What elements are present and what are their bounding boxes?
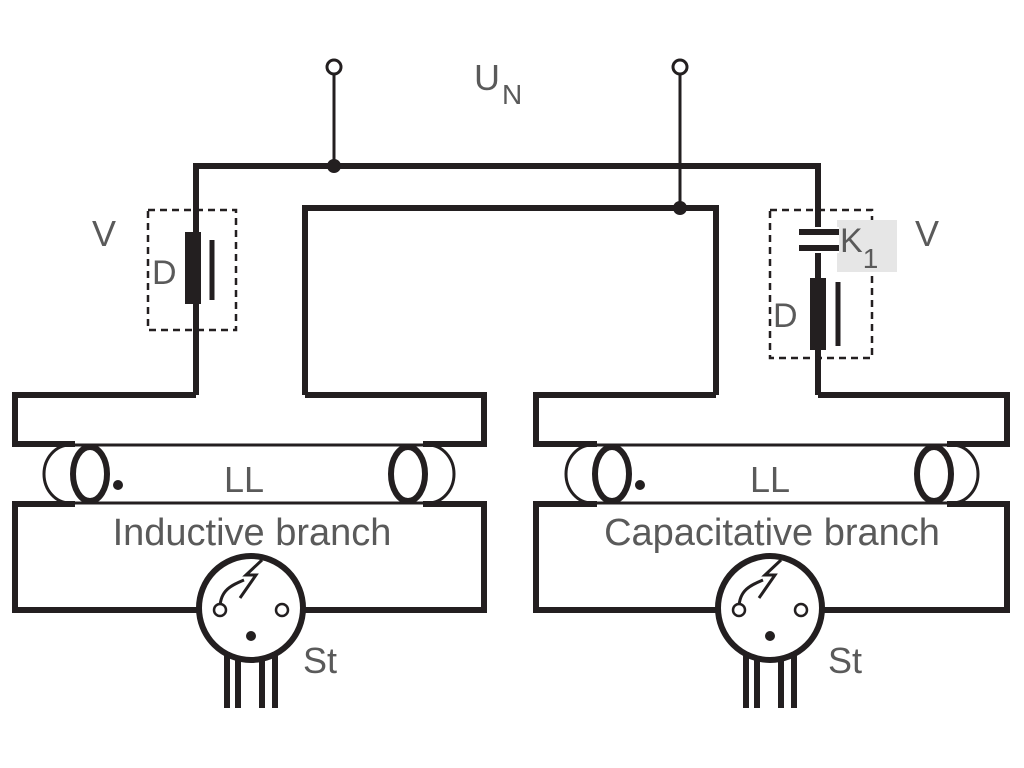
ballast-right-label: V xyxy=(915,213,939,254)
starter-left-label: St xyxy=(303,640,337,681)
choke-left-label: D xyxy=(152,254,177,292)
capacitor-label: K1 xyxy=(840,222,878,274)
starter-right xyxy=(715,553,825,708)
junction-dot-right xyxy=(673,201,687,215)
choke-right-coil xyxy=(810,278,826,350)
left-lamp-marker-dot xyxy=(113,480,123,490)
starter-right-label: St xyxy=(828,640,862,681)
left-lamp-filament-left xyxy=(70,444,110,504)
left-lamp-top-wiring xyxy=(12,392,487,447)
right-lamp-top-wiring xyxy=(533,392,1010,447)
terminal-right xyxy=(671,58,689,76)
choke-right-label: D xyxy=(773,297,798,335)
junction-dot-left xyxy=(327,159,341,173)
left-lamp-tube xyxy=(42,443,456,505)
ballast-left-label: V xyxy=(92,213,116,254)
inductive-branch-label: Inductive branch xyxy=(113,512,392,554)
left-lamp-bottom-wiring xyxy=(12,501,487,613)
capacitor-label-highlight xyxy=(837,220,897,272)
right-lamp-filament-right xyxy=(914,444,954,504)
capacitative-branch-label: Capacitative branch xyxy=(604,512,940,554)
left-lamp-filament-right xyxy=(388,444,428,504)
right-lamp-label: LL xyxy=(750,459,790,500)
outer-supply-wire xyxy=(193,163,821,395)
inner-supply-wire xyxy=(302,205,719,395)
supply-terminals xyxy=(325,58,689,208)
right-lamp-bottom-wiring xyxy=(533,501,1010,613)
terminal-left xyxy=(325,58,343,76)
supply-voltage-label: UN xyxy=(474,57,522,110)
right-lamp-marker-dot xyxy=(635,480,645,490)
left-lamp-label: LL xyxy=(224,459,264,500)
right-lamp-tube xyxy=(564,443,980,505)
ballast-right xyxy=(768,208,897,360)
right-lamp-filament-left xyxy=(592,444,632,504)
starter-left xyxy=(196,553,306,708)
ballast-left xyxy=(146,208,238,332)
choke-left-coil xyxy=(185,232,201,304)
